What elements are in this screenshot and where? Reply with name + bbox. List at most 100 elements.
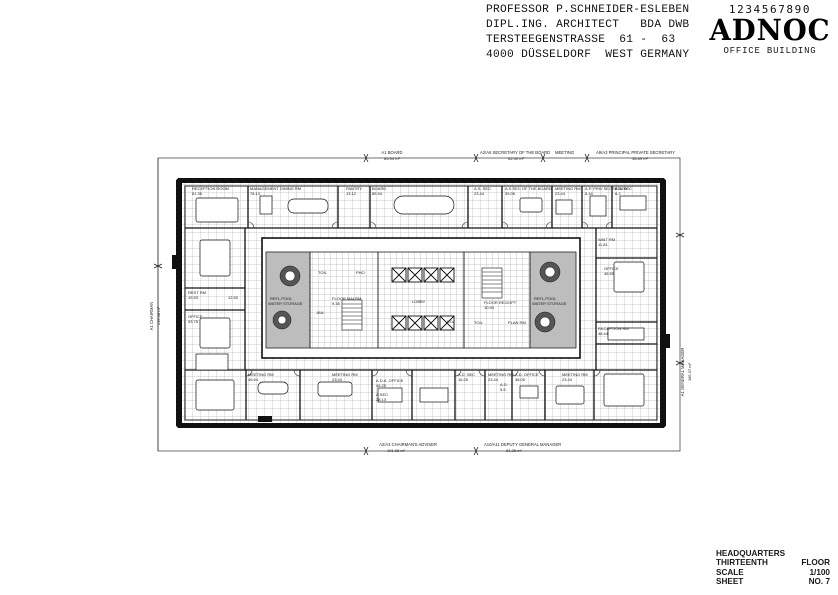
exterior-stair-bottom	[258, 416, 272, 422]
dim-top-3: A9/A3 PRINCIPAL PRIVATE SECRETARY	[596, 150, 675, 155]
dim-bottom-1: A2/A3 CHAIRMAN'S ADVISER	[379, 442, 437, 447]
dim-bottom-2: A10/A11 DEPUTY GENERAL MANAGER	[484, 442, 561, 447]
floor-word: FLOOR	[801, 558, 830, 568]
dimension-ticks	[153, 153, 685, 456]
sheet-value: NO. 7	[808, 577, 830, 587]
label-floor-receipt: FLOOR RECEIPT	[484, 300, 517, 305]
stairs	[341, 267, 503, 331]
elevator-banks	[391, 267, 455, 331]
room-wait-area: 11.81	[598, 242, 608, 247]
side-room-partitions	[185, 228, 657, 370]
dim-top-2b: MEETING	[555, 150, 574, 155]
room-reception-right: RECEPTION RM	[598, 326, 629, 331]
room-as-sec-right-area: 6.2	[615, 191, 621, 196]
room-ad-office-area: 38.05	[515, 377, 526, 382]
sheet-label: SHEET	[716, 577, 744, 587]
room-as-sec-board: A.S SEC OF THE BOARD	[505, 186, 552, 191]
dim-right-value: 185.37 m²	[687, 362, 692, 381]
room-ada-office-area: 46.25	[376, 383, 387, 388]
room-reception-tl: RECEPTION ROOM	[192, 186, 229, 191]
label-water-storage-right: WATER STORAGE	[532, 301, 567, 306]
room-rest-area: 19.53	[188, 295, 199, 300]
brand-block: 1234567890 ADNOC OFFICE BUILDING	[706, 3, 834, 63]
door-swings	[245, 221, 613, 377]
room-ada-office: A.D.A. OFFICE	[376, 378, 404, 383]
label-refl-pool-right: REFL.POOL	[534, 296, 557, 301]
room-board-area: 85.94	[372, 191, 383, 196]
room-as-sec: A.S. SEC	[474, 186, 491, 191]
room-meeting-bc: MEETING RM	[332, 372, 358, 377]
project-name: HEADQUARTERS	[716, 549, 786, 558]
top-room-partitions	[185, 186, 657, 229]
room-office-right-area: 46.69	[604, 271, 615, 276]
room-ap-priv-sec-area: 8.44	[585, 191, 594, 196]
label-floor-receipt-area: 10.94	[484, 305, 495, 310]
room-left-misc: 12.50	[228, 295, 239, 300]
architect-title-block: PROFESSOR P.SCHNEIDER-ESLEBEN DIPL.ING. …	[486, 3, 698, 78]
architect-name: PROFESSOR P.SCHNEIDER-ESLEBEN	[486, 4, 690, 16]
label-water-storage-left: WATER STORAGE	[268, 301, 303, 306]
room-pantry-area: 13.12	[346, 191, 357, 196]
planters	[272, 261, 561, 333]
room-labels: RECEPTION ROOM 61.36 MANAGEMENT DINING R…	[188, 186, 632, 402]
room-office-left: OFFICE	[188, 314, 203, 319]
label-toilet-right: TOIL	[474, 320, 484, 325]
room-ad-sec-area: 16.25	[458, 377, 469, 382]
room-rest: REST RM	[188, 290, 206, 295]
room-meeting-bc-area: 23.44	[332, 377, 343, 382]
room-reception-right-area: 48.44	[598, 331, 609, 336]
room-board: BOARD	[372, 186, 386, 191]
dim-right: A1 GENERAL MANAGER	[680, 348, 685, 396]
room-meeting-top: MEETING RM	[555, 186, 581, 191]
room-meeting-br: MEETING RM	[562, 372, 588, 377]
exterior-stair-left	[172, 255, 178, 269]
bottom-room-partitions	[185, 369, 657, 420]
room-meeting-bl-area: 46.64	[248, 377, 259, 382]
room-office-right: OFFICE	[604, 266, 619, 271]
label-toilet-left: TOIL	[318, 270, 328, 275]
room-asec-b-area: 28.13	[376, 397, 387, 402]
room-meeting-top-area: 23.44	[555, 191, 566, 196]
room-as-sec-right: A.S. SEC	[615, 186, 632, 191]
digit-strip: 1234567890	[728, 3, 812, 16]
room-pantry: PANTRY	[346, 186, 362, 191]
room-asec-b: A.SEC	[376, 392, 388, 397]
room-as-sec-area: 23.44	[474, 191, 485, 196]
room-management-dining: MANAGEMENT DINING RM	[250, 186, 301, 191]
brand-logo: ADNOC	[709, 13, 831, 47]
dim-bottom-2-value: 81.25 m²	[506, 448, 522, 453]
exterior-stair-right	[664, 334, 670, 348]
furniture	[195, 195, 647, 411]
scale-value: 1/100	[809, 567, 831, 577]
dimension-labels: A1 BOARD 85.94 m² A2/A6 SECRETARY OF THE…	[149, 150, 692, 453]
room-ad-office: A.D. OFFICE	[515, 372, 539, 377]
room-ad-b-area: 5.5	[500, 387, 506, 392]
label-jan: JAN	[316, 310, 324, 315]
dim-top-2-value: 62.50 m²	[508, 156, 524, 161]
dim-top-2: A2/A6 SECRETARY OF THE BOARD	[480, 150, 550, 155]
label-pho-left: PHO	[356, 270, 365, 275]
room-management-dining-area: 78.13	[250, 191, 261, 196]
dim-top-1-value: 85.94 m²	[384, 156, 400, 161]
dim-bottom-1-value: 101.98 m²	[387, 448, 406, 453]
dim-left-value: 239.68 m²	[156, 306, 161, 325]
room-office-left-area: 93.75	[188, 319, 199, 324]
room-as-sec-board-area: 39.06	[505, 191, 516, 196]
label-refl-pool-left: REFL.POOL	[270, 296, 293, 301]
brand-subtitle: OFFICE BUILDING	[723, 46, 817, 56]
room-wait: WAIT RM	[598, 237, 615, 242]
floor-label: THIRTEENTH	[716, 558, 768, 568]
dim-top-1: A1 BOARD	[381, 150, 402, 155]
room-meeting-bl: MEETING RM	[248, 372, 274, 377]
inner-wall	[184, 185, 658, 421]
dim-top-3-value: 36.69 m²	[632, 156, 648, 161]
label-plan-rm: PLAN RM	[508, 320, 526, 325]
label-floor-mai-rm: FLOOR MAI RM	[332, 296, 361, 301]
perimeter-columns	[176, 178, 666, 428]
dimension-frame	[157, 157, 681, 452]
label-elv: ELV	[447, 319, 455, 324]
label-lobby: LOBBY	[412, 299, 426, 304]
room-meeting-bc2: MEETING RM	[488, 372, 514, 377]
